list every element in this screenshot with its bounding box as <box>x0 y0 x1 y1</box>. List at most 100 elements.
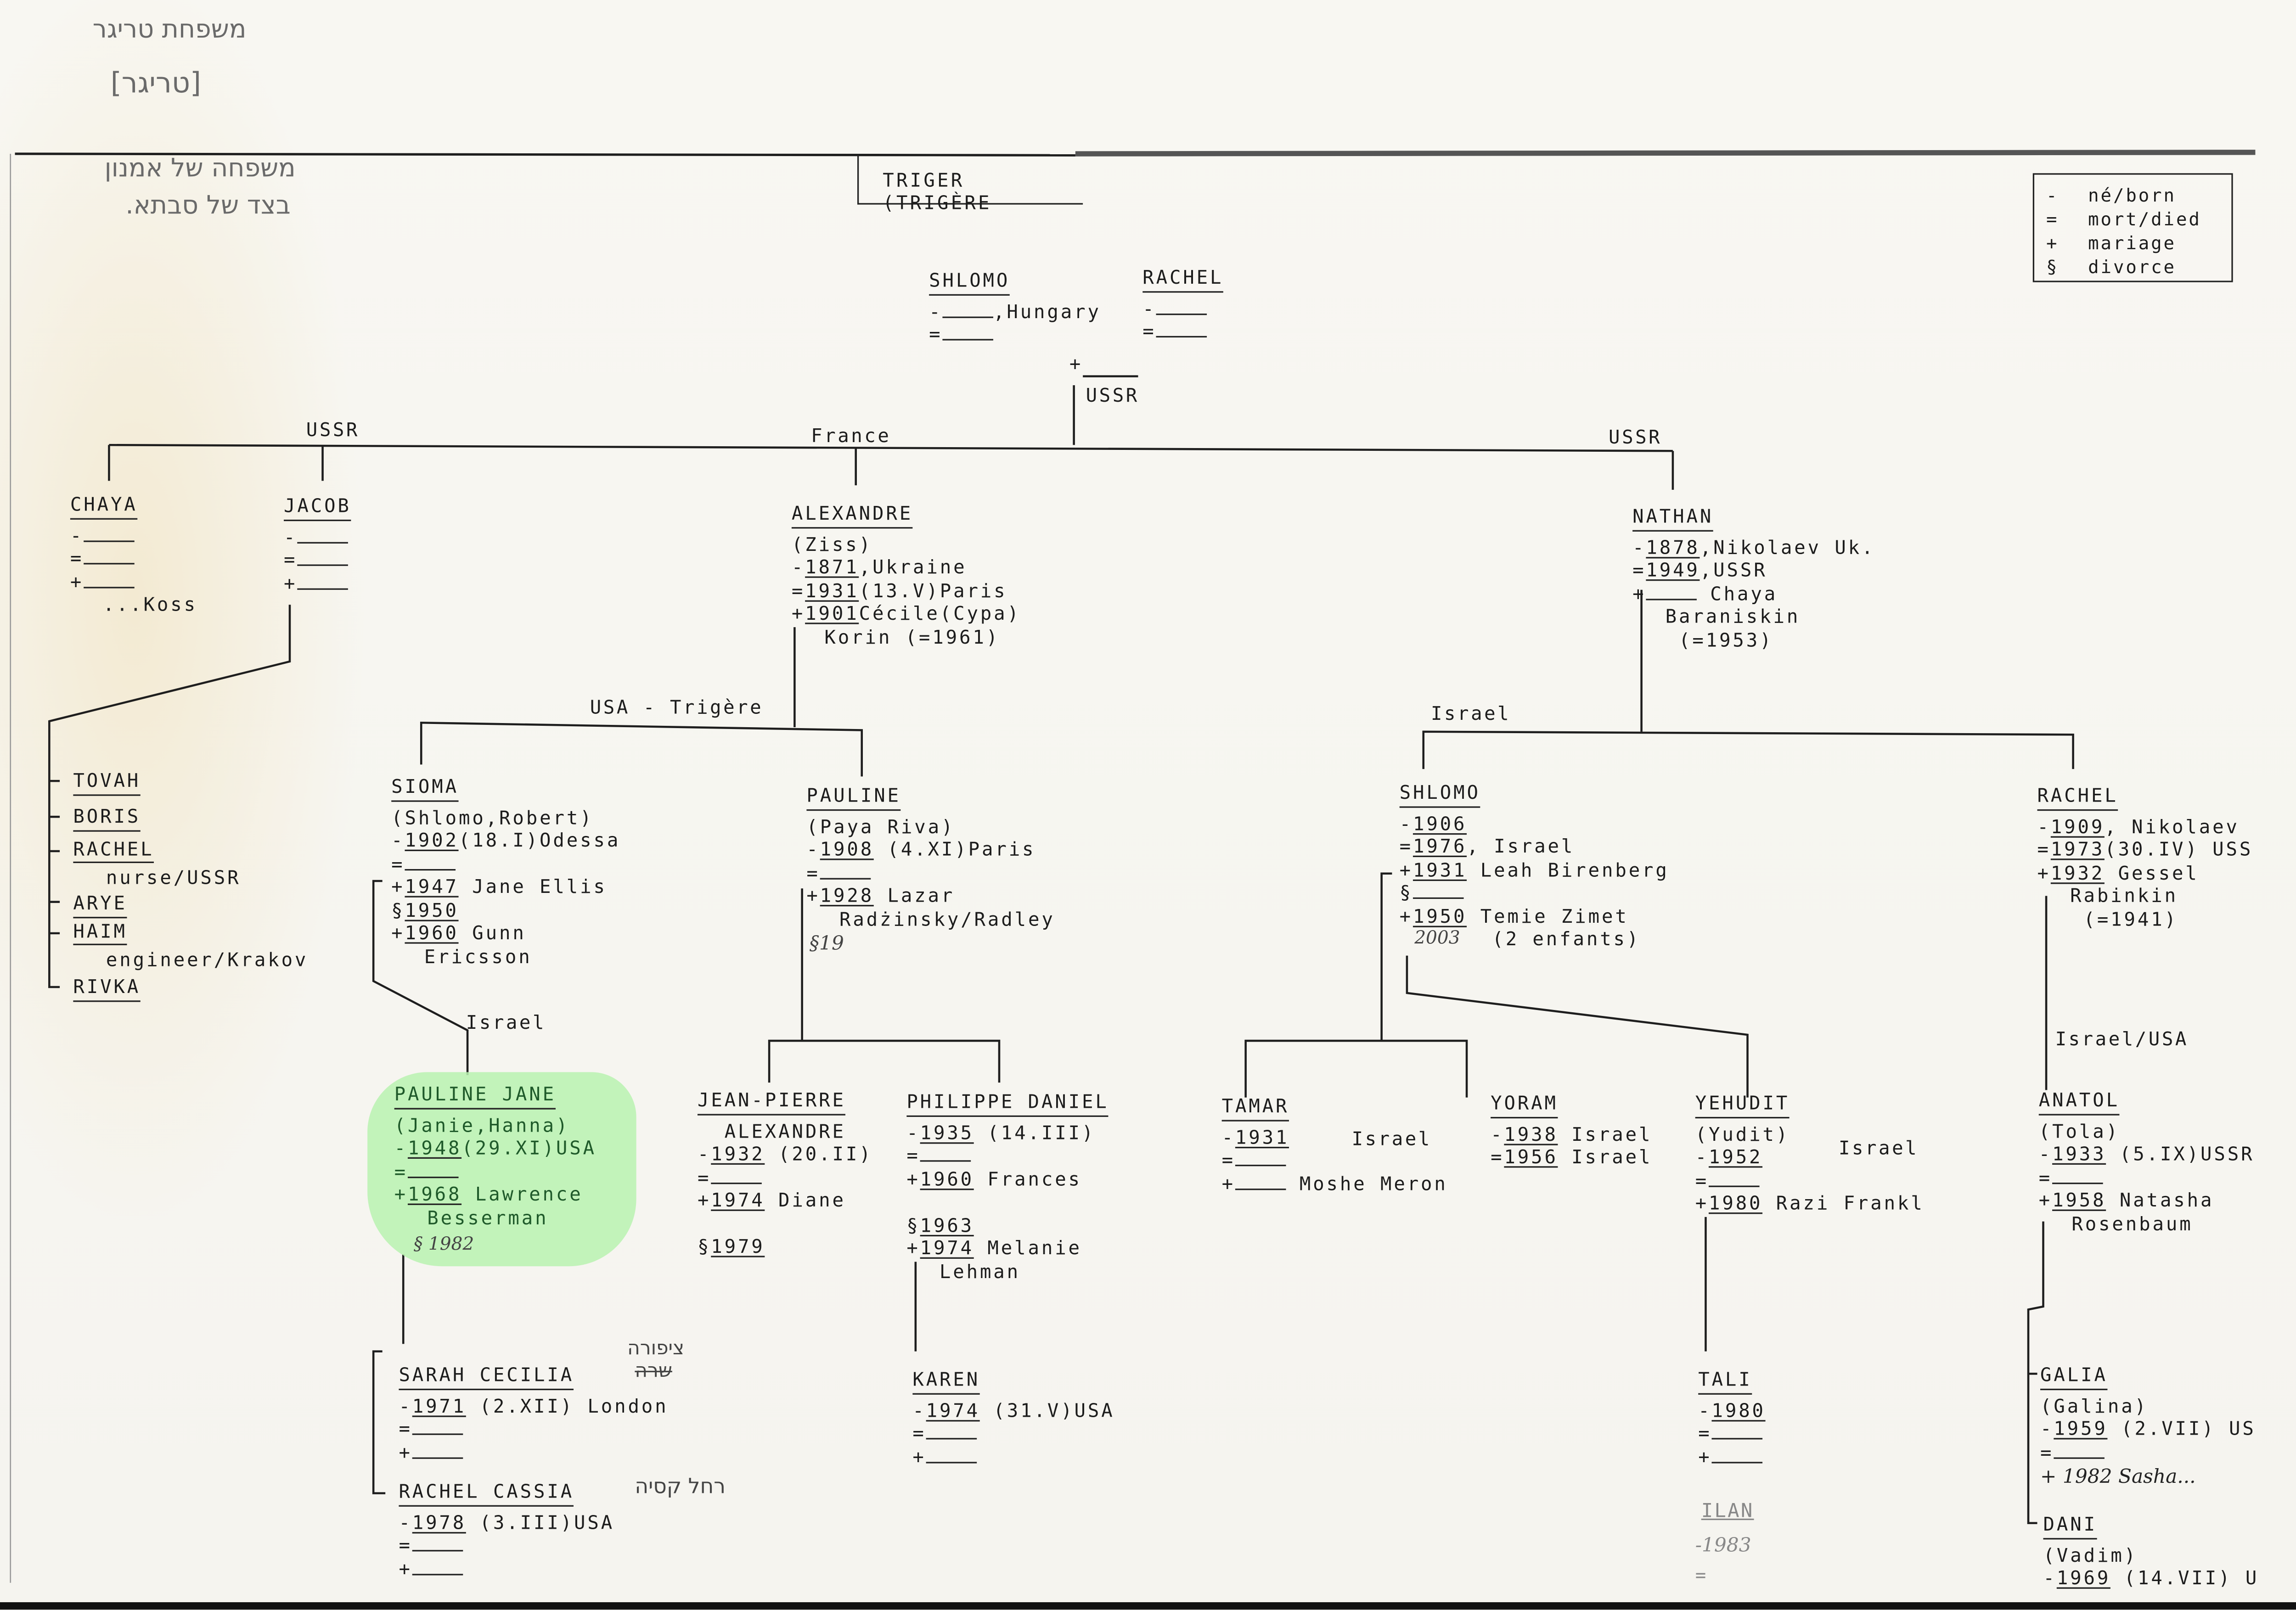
person-fact-line: = <box>1695 1168 1925 1191</box>
person-fact-line: +1958 Natasha <box>2039 1189 2255 1212</box>
person-fact-line: +1932 Gessel <box>2037 861 2253 884</box>
fact-text: Diane <box>765 1189 846 1211</box>
legend-row-divorce: §divorce <box>2046 255 2231 279</box>
fact-symbol: - <box>391 829 405 851</box>
fact-year <box>412 1550 463 1552</box>
person-fact-line: = <box>912 1421 1114 1444</box>
fact-year <box>405 868 456 870</box>
person-name: HAIM <box>73 920 127 945</box>
fact-year: 1878 <box>1646 535 1700 558</box>
person-fact-line: -,Hungary <box>929 299 1101 322</box>
fact-text: Israel <box>1558 1145 1653 1168</box>
person-fact-line: -1938 Israel <box>1491 1122 1652 1145</box>
fact-symbol: + <box>1698 1444 1712 1467</box>
fact-year: 1960 <box>405 921 459 944</box>
person-name: RACHEL CASSIA <box>399 1480 574 1506</box>
person-fact-line: -1969 (14.VII) U <box>2043 1566 2259 1589</box>
fact-year <box>926 1461 977 1463</box>
person-fact-line: -1909, Nikolaev <box>2037 814 2253 837</box>
person-fact-line: = <box>399 1417 668 1440</box>
person-name: ARYE <box>73 892 127 918</box>
fact-text: (14.III) <box>974 1121 1096 1143</box>
fact-year <box>1711 1438 1763 1440</box>
person-jean-pierre: JEAN-PIERRE ALEXANDRE-1932 (20.II)=+1974… <box>697 1088 873 1258</box>
nathan-children-line <box>1422 730 2074 769</box>
fact-year: 1979 <box>711 1234 765 1257</box>
person-fact-line: - <box>1142 297 1223 320</box>
fact-symbol: + <box>283 571 298 594</box>
person-name: GALIA <box>2040 1363 2108 1390</box>
fact-symbol: - <box>283 525 298 548</box>
legend-symbol: § <box>2046 257 2059 278</box>
fact-text: Razi Frankl <box>1762 1191 1925 1214</box>
person-fact-line: §1963 <box>906 1213 1109 1236</box>
fact-year <box>920 1160 971 1162</box>
fact-year <box>297 541 348 543</box>
shlomo-first-marriage-line <box>1380 872 1392 1041</box>
fact-year: 1908 <box>820 837 874 860</box>
person-chaya: CHAYA-=+...Koss <box>70 493 197 616</box>
person-karen: KAREN-1974 (31.V)USA=+ <box>912 1368 1114 1468</box>
legend-symbol: + <box>2046 233 2059 254</box>
person-name: KAREN <box>912 1368 980 1394</box>
fact-symbol: - <box>70 523 84 546</box>
person-fact-line: Ericsson <box>391 944 620 967</box>
person-fact-line: =1949,USSR <box>1632 558 1875 581</box>
fact-symbol: - <box>2040 1417 2054 1440</box>
green-highlighter-mark <box>367 1072 636 1267</box>
fact-year: 1969 <box>2056 1566 2111 1589</box>
person-fact-line: -1978 (3.III)USA <box>399 1510 614 1533</box>
fact-symbol: = <box>912 1421 926 1444</box>
person-name: SHLOMO <box>1399 781 1480 808</box>
person-fact-line: -1948(29.XI)USA <box>394 1136 597 1159</box>
person-fact-line: = <box>1222 1148 1448 1171</box>
fact-symbol: = <box>1142 320 1156 342</box>
person-fact-line: Rosenbaum <box>2039 1212 2255 1234</box>
person-fact-line: + <box>70 570 197 593</box>
person-fact-line: -1902(18.I)Odessa <box>391 829 620 852</box>
fact-year: 1931 <box>1235 1125 1289 1148</box>
person-alias: (Janie,Hanna) <box>394 1113 570 1136</box>
fact-text: (30.IV) USS <box>2105 837 2253 860</box>
person-fact-line: +1950 Temie Zimet <box>1400 904 1669 927</box>
alexandre-children-line <box>420 721 863 777</box>
branch-label-france: France <box>811 424 891 447</box>
fact-year <box>84 539 135 542</box>
fact-symbol: - <box>697 1142 711 1165</box>
fact-symbol: - <box>1632 535 1646 558</box>
fact-year: 1909 <box>2050 814 2105 837</box>
fact-text: Lawrence <box>461 1183 583 1205</box>
person-tovah: TOVAH <box>73 769 141 800</box>
person-fact-line: -1878,Nikolaev Uk. <box>1632 535 1875 558</box>
person-name: ANATOL <box>2038 1088 2120 1115</box>
person-fact-line: -1952 <box>1695 1145 1925 1168</box>
fact-text: nurse/USSR <box>106 866 241 889</box>
person-fact-line: =1931(13.V)Paris <box>792 578 1021 601</box>
fact-symbol: § <box>1399 881 1413 903</box>
fact-year <box>942 339 993 341</box>
fact-year: 1948 <box>407 1136 462 1159</box>
fact-year: 1978 <box>412 1510 467 1533</box>
person-fact-line: = <box>394 1160 597 1183</box>
person-fact-line: -1933 (5.IX)USSR <box>2039 1142 2255 1165</box>
person-fact-line: +1901Cécile(Cypa) <box>792 602 1021 625</box>
family-title: TRIGER (TRIGÈRE <box>883 168 992 214</box>
person-fact-line: +1960 Frances <box>906 1167 1109 1190</box>
fact-symbol: + <box>1399 858 1413 881</box>
person-fact-line: Baraniskin <box>1632 605 1875 628</box>
person-fact-line: (=1941) <box>2037 907 2253 930</box>
person-pauline: PAULINE(Paya Riva)-1908 (4.XI)Paris=+192… <box>806 784 1055 931</box>
person-alias: (Yudit) <box>1695 1122 1790 1145</box>
person-fact-line: = <box>806 861 1055 884</box>
person-fact-line: = <box>2040 1440 2256 1463</box>
person-shlomo-sr: SHLOMO-,Hungary= <box>929 269 1101 346</box>
yehudit-place: Israel <box>1838 1136 1919 1159</box>
person-anatol: ANATOL(Tola)-1933 (5.IX)USSR=+1958 Natas… <box>2038 1088 2255 1235</box>
fact-text: (18.I)Odessa <box>458 829 621 851</box>
person-galia: GALIA(Galina)-1959 (2.VII) US= <box>2040 1363 2256 1464</box>
person-alias: (Galina) <box>2040 1394 2148 1417</box>
person-fact-line <box>906 1190 1109 1213</box>
fact-text: Ericsson <box>424 944 532 967</box>
branch-label-israel-sioma: Israel <box>466 1011 546 1033</box>
sioma-children-line <box>372 880 469 1075</box>
